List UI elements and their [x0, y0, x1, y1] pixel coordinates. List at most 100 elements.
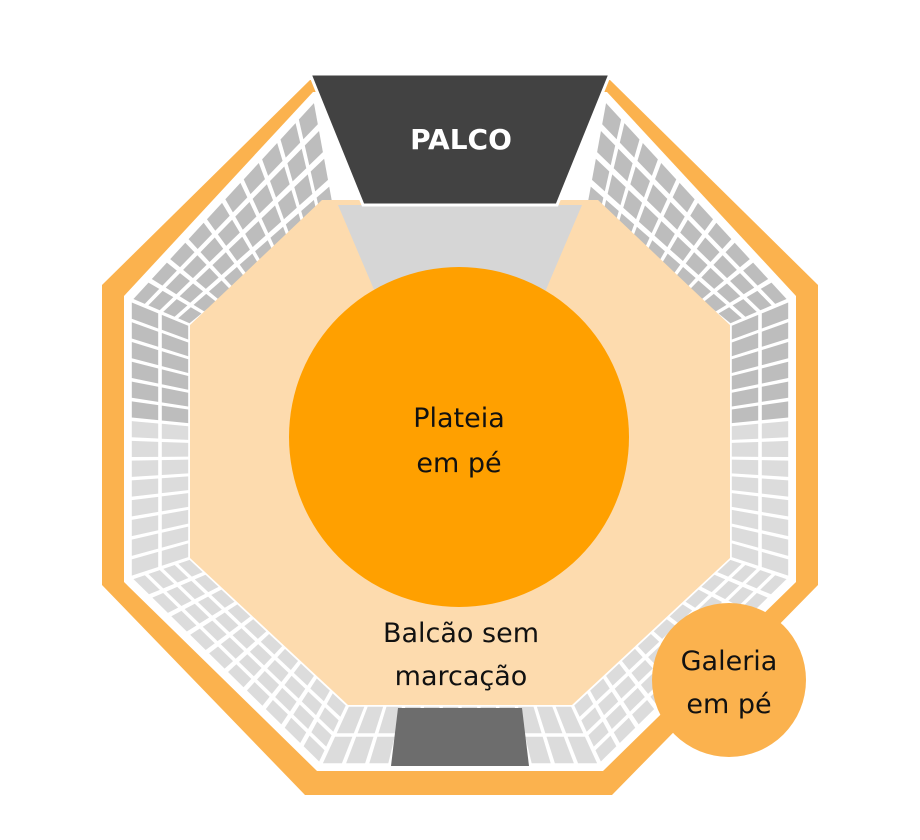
seat[interactable] — [761, 342, 789, 366]
seat[interactable] — [623, 189, 643, 220]
seat[interactable] — [171, 610, 197, 632]
seat[interactable] — [703, 293, 727, 312]
seat[interactable] — [228, 664, 252, 688]
seat[interactable] — [197, 596, 222, 616]
seat[interactable] — [701, 574, 726, 593]
seat[interactable] — [161, 333, 189, 357]
seat[interactable] — [602, 103, 622, 140]
seat[interactable] — [663, 202, 685, 230]
seat[interactable] — [725, 242, 750, 268]
seat[interactable] — [131, 460, 159, 477]
seat[interactable] — [646, 184, 668, 214]
seat[interactable] — [731, 351, 759, 373]
seat[interactable] — [161, 314, 189, 340]
seat[interactable] — [148, 290, 174, 311]
seat[interactable] — [179, 283, 204, 303]
seat[interactable] — [613, 148, 633, 182]
seat[interactable] — [131, 478, 159, 497]
seat[interactable] — [369, 736, 395, 764]
seat[interactable] — [178, 307, 202, 324]
seat[interactable] — [287, 148, 307, 182]
seat[interactable] — [180, 580, 206, 600]
seat[interactable] — [294, 174, 313, 206]
seat[interactable] — [190, 628, 215, 651]
seat[interactable] — [731, 543, 759, 566]
seat[interactable] — [761, 478, 789, 497]
seat[interactable] — [731, 314, 759, 340]
seat[interactable] — [161, 405, 189, 424]
seat[interactable] — [163, 299, 188, 317]
seat[interactable] — [161, 493, 189, 512]
seat[interactable] — [161, 526, 189, 548]
seat[interactable] — [346, 736, 374, 764]
seat[interactable] — [685, 589, 709, 608]
seat[interactable] — [597, 130, 616, 166]
seat[interactable] — [293, 663, 314, 686]
seat[interactable] — [252, 184, 274, 214]
seat[interactable] — [211, 589, 235, 608]
seat[interactable] — [161, 387, 189, 407]
seat[interactable] — [606, 663, 627, 686]
seat[interactable] — [267, 659, 289, 682]
seat[interactable] — [206, 202, 230, 231]
seat[interactable] — [311, 721, 332, 747]
seat[interactable] — [621, 648, 643, 671]
seat[interactable] — [224, 267, 246, 288]
seat[interactable] — [654, 221, 675, 248]
seat[interactable] — [581, 707, 601, 732]
seat[interactable] — [714, 580, 740, 600]
seat[interactable] — [298, 103, 318, 140]
seat[interactable] — [148, 570, 175, 589]
seat[interactable] — [261, 205, 282, 234]
seat[interactable] — [680, 219, 703, 246]
seat[interactable] — [731, 387, 759, 407]
seat[interactable] — [630, 166, 650, 198]
seat[interactable] — [731, 405, 759, 424]
seat[interactable] — [193, 293, 217, 312]
seat[interactable] — [670, 236, 692, 262]
seat[interactable] — [265, 699, 288, 725]
seat[interactable] — [638, 205, 659, 234]
seat[interactable] — [161, 543, 189, 566]
seat[interactable] — [357, 706, 384, 734]
seat[interactable] — [760, 282, 787, 304]
seat[interactable] — [235, 202, 257, 230]
seat[interactable] — [238, 654, 262, 677]
seat[interactable] — [525, 736, 551, 764]
seat[interactable] — [301, 691, 322, 716]
seat[interactable] — [717, 559, 742, 577]
seat[interactable] — [655, 162, 677, 195]
seat[interactable] — [761, 401, 789, 421]
seat[interactable] — [731, 459, 759, 475]
seat[interactable] — [209, 646, 234, 669]
seat[interactable] — [732, 299, 757, 317]
seat[interactable] — [217, 219, 240, 246]
seat[interactable] — [304, 130, 323, 166]
plateia-section[interactable] — [289, 267, 629, 607]
seat[interactable] — [166, 586, 192, 606]
seat[interactable] — [246, 682, 270, 706]
seat[interactable] — [200, 237, 224, 262]
seat[interactable] — [761, 302, 789, 329]
seat[interactable] — [249, 644, 272, 666]
seat[interactable] — [761, 381, 789, 402]
seat[interactable] — [326, 693, 346, 717]
seat[interactable] — [690, 202, 714, 231]
seat[interactable] — [761, 361, 789, 384]
seat[interactable] — [133, 282, 160, 304]
seat[interactable] — [536, 706, 563, 734]
seat[interactable] — [131, 361, 159, 384]
seat[interactable] — [293, 704, 315, 730]
seat[interactable] — [731, 565, 757, 583]
seat[interactable] — [227, 604, 251, 624]
seat[interactable] — [761, 515, 789, 537]
seat[interactable] — [161, 459, 189, 475]
seat[interactable] — [590, 678, 610, 702]
seat[interactable] — [220, 637, 245, 659]
seat[interactable] — [595, 735, 617, 762]
seat[interactable] — [131, 496, 159, 517]
seat[interactable] — [761, 496, 789, 517]
seat[interactable] — [761, 322, 789, 347]
seat[interactable] — [588, 721, 609, 747]
seat[interactable] — [161, 351, 189, 373]
